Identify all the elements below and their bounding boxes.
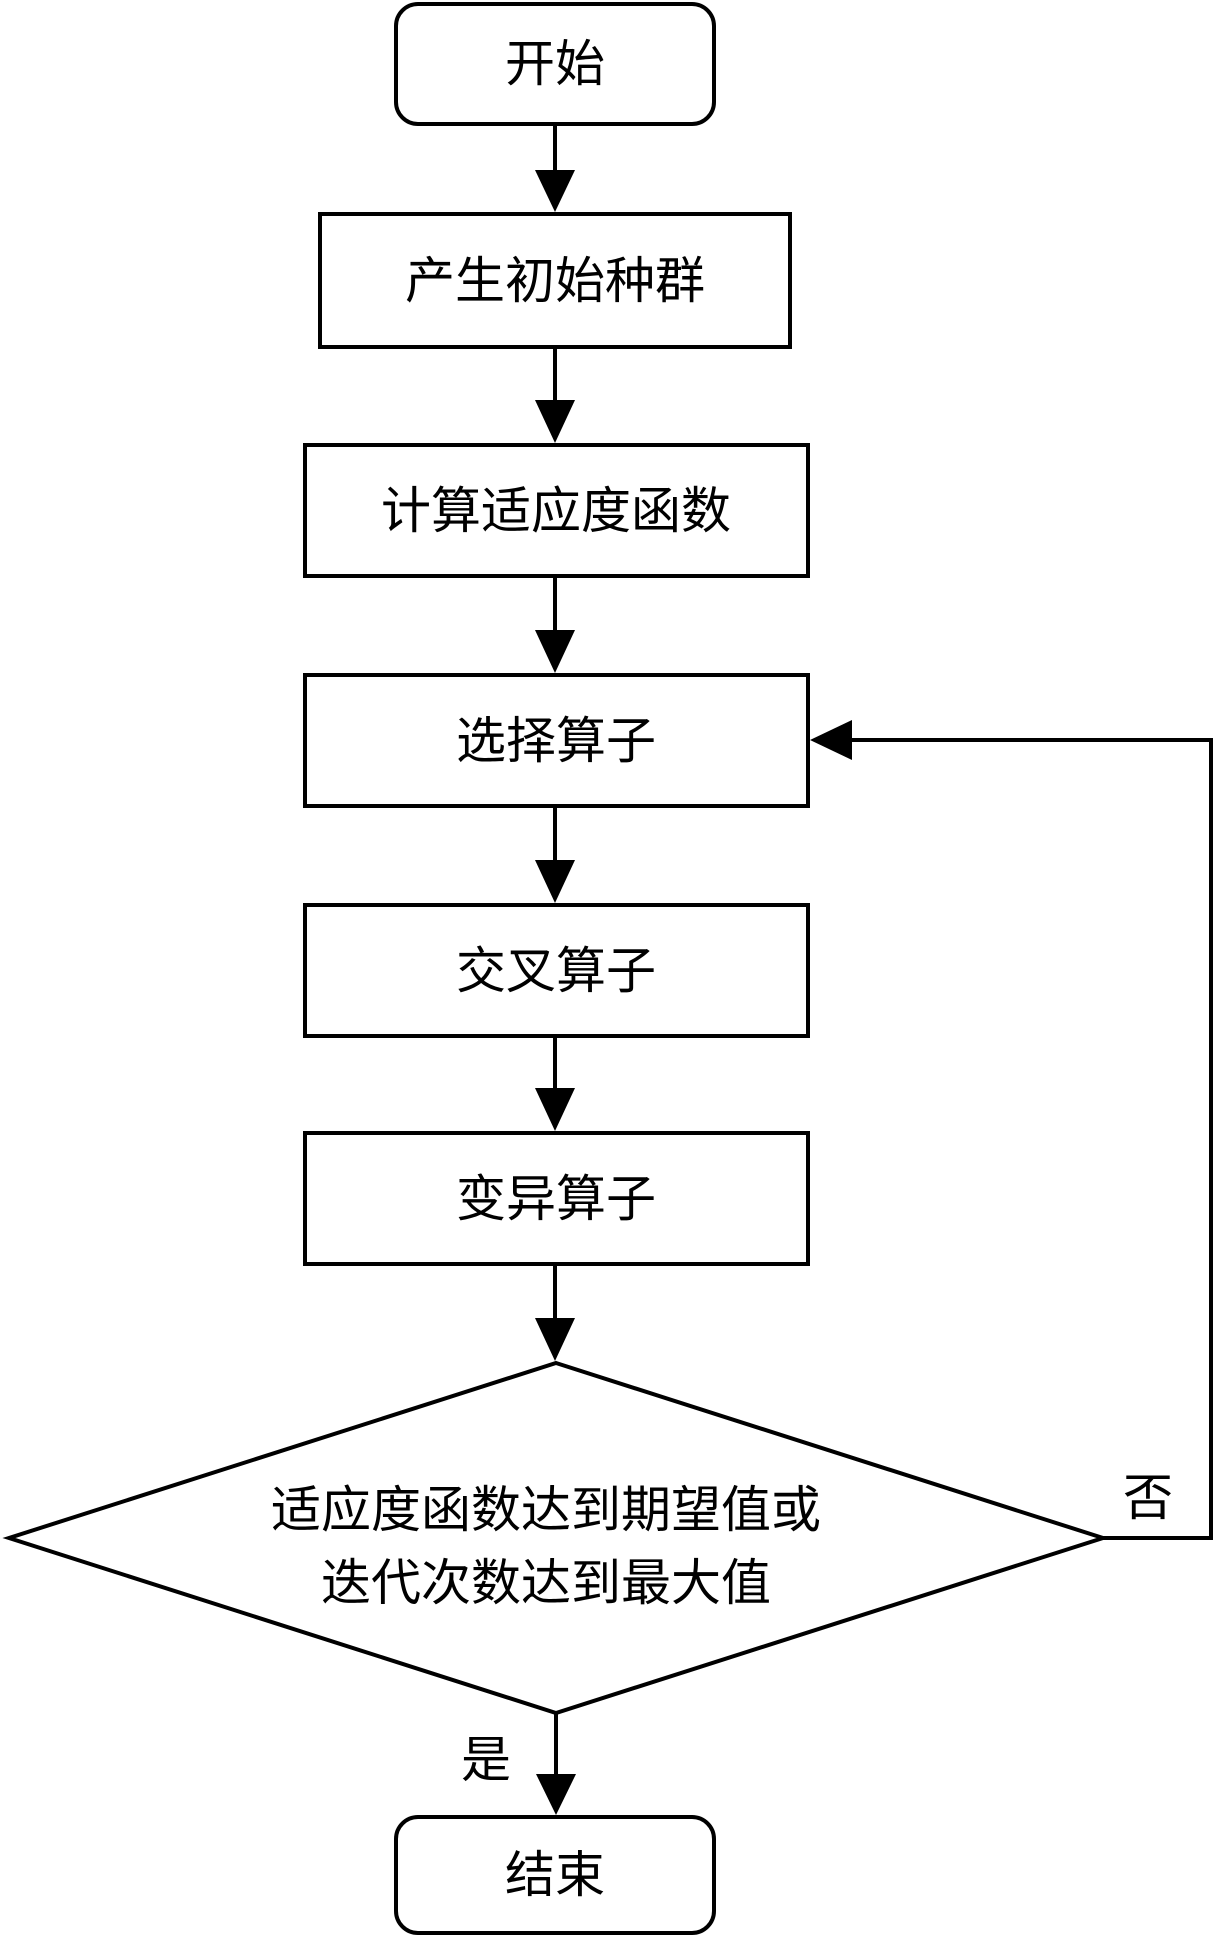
- condition-label-line1: 适应度函数达到期望值或: [271, 1481, 821, 1539]
- start-node: 开始: [394, 2, 716, 126]
- init-population-node: 产生初始种群: [318, 212, 792, 349]
- arrowhead: [535, 860, 575, 903]
- crossover-label: 交叉算子: [456, 942, 656, 1000]
- selection-node: 选择算子: [303, 673, 810, 808]
- arrow-fitness-to-selection: [535, 576, 575, 673]
- arrow-condition-yes-to-end: 是: [461, 1713, 576, 1815]
- no-label: 否: [1123, 1469, 1173, 1527]
- arrowhead: [536, 1774, 576, 1815]
- arrow-crossover-to-mutation: [535, 1036, 575, 1131]
- mutation-label: 变异算子: [456, 1170, 656, 1228]
- arrowhead: [810, 720, 852, 760]
- arrow-selection-to-crossover: [535, 806, 575, 903]
- selection-label: 选择算子: [456, 712, 656, 770]
- selection-box: [303, 673, 810, 808]
- crossover-node: 交叉算子: [303, 903, 810, 1038]
- start-label: 开始: [505, 35, 605, 93]
- end-terminator-shape: [394, 1815, 716, 1935]
- condition-label-line2: 迭代次数达到最大值: [321, 1554, 771, 1612]
- crossover-box: [303, 903, 810, 1038]
- arrow-mutation-to-condition: [535, 1264, 575, 1361]
- arrow-start-to-init: [535, 124, 575, 212]
- end-node: 结束: [394, 1815, 716, 1935]
- fitness-node: 计算适应度函数: [303, 443, 810, 578]
- arrowhead: [535, 400, 575, 443]
- arrowhead: [535, 630, 575, 673]
- arrowhead: [535, 170, 575, 212]
- yes-label: 是: [461, 1731, 511, 1789]
- arrowhead: [535, 1318, 575, 1361]
- arrowhead: [535, 1088, 575, 1131]
- init-population-label: 产生初始种群: [405, 252, 705, 310]
- arrow-condition-no-loop: 否: [810, 720, 1213, 1540]
- mutation-node: 变异算子: [303, 1131, 810, 1266]
- condition-node: 适应度函数达到期望值或 迭代次数达到最大值: [2, 1360, 1110, 1716]
- arrow-init-to-fitness: [535, 347, 575, 443]
- end-label: 结束: [505, 1846, 605, 1904]
- mutation-box: [303, 1131, 810, 1266]
- init-population-box: [318, 212, 792, 349]
- loop-back-line: [850, 738, 1213, 1540]
- fitness-label: 计算适应度函数: [381, 482, 731, 540]
